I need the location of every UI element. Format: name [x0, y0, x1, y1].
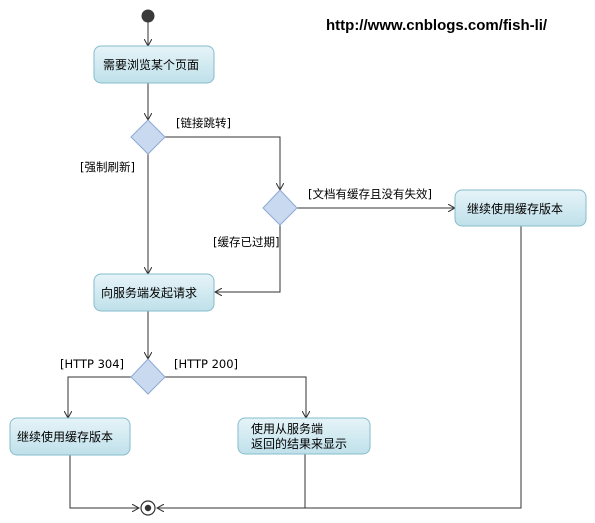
activity-use-server-result: 使用从服务端 返回的结果来显示	[237, 417, 371, 455]
start-node	[141, 9, 155, 23]
blog-url: http://www.cnblogs.com/fish-li/	[326, 17, 548, 34]
guard-cache-expired: [缓存已过期]	[213, 235, 279, 249]
activity-use-cache-right: 继续使用缓存版本	[454, 189, 587, 227]
decision-navigation-type	[130, 119, 166, 155]
edge-server-result-to-end	[157, 454, 306, 508]
activity-browse-page-label: 需要浏览某个页面	[103, 57, 199, 72]
decision-cache-status	[262, 189, 298, 226]
activity-browse-page: 需要浏览某个页面	[93, 45, 215, 84]
activity-use-cache-left-label: 继续使用缓存版本	[17, 429, 113, 444]
edge-cache-right-to-end	[157, 226, 522, 509]
edge-http-304	[68, 376, 131, 418]
decision-http-status	[130, 358, 166, 395]
activity-use-server-result-line1: 使用从服务端	[251, 421, 323, 436]
activity-request-server: 向服务端发起请求	[93, 273, 215, 312]
guard-http-200: [HTTP 200]	[174, 357, 238, 371]
activity-use-server-result-line2: 返回的结果来显示	[251, 436, 347, 451]
end-node	[140, 500, 156, 516]
edge-link-jump	[165, 136, 280, 190]
activity-use-cache-left: 继续使用缓存版本	[9, 417, 131, 456]
activity-use-cache-right-label: 继续使用缓存版本	[467, 201, 563, 216]
guard-link-jump: [链接跳转]	[176, 116, 231, 130]
guard-http-304: [HTTP 304]	[60, 357, 124, 371]
edge-http-200	[165, 376, 306, 418]
edge-cache-expired	[215, 225, 281, 292]
edge-cache-left-to-end	[69, 455, 139, 508]
guard-cache-valid: [文档有缓存且没有失效]	[308, 187, 432, 201]
edges	[68, 22, 522, 509]
guard-force-refresh: [强制刷新]	[80, 160, 135, 174]
activity-request-server-label: 向服务端发起请求	[101, 285, 197, 300]
